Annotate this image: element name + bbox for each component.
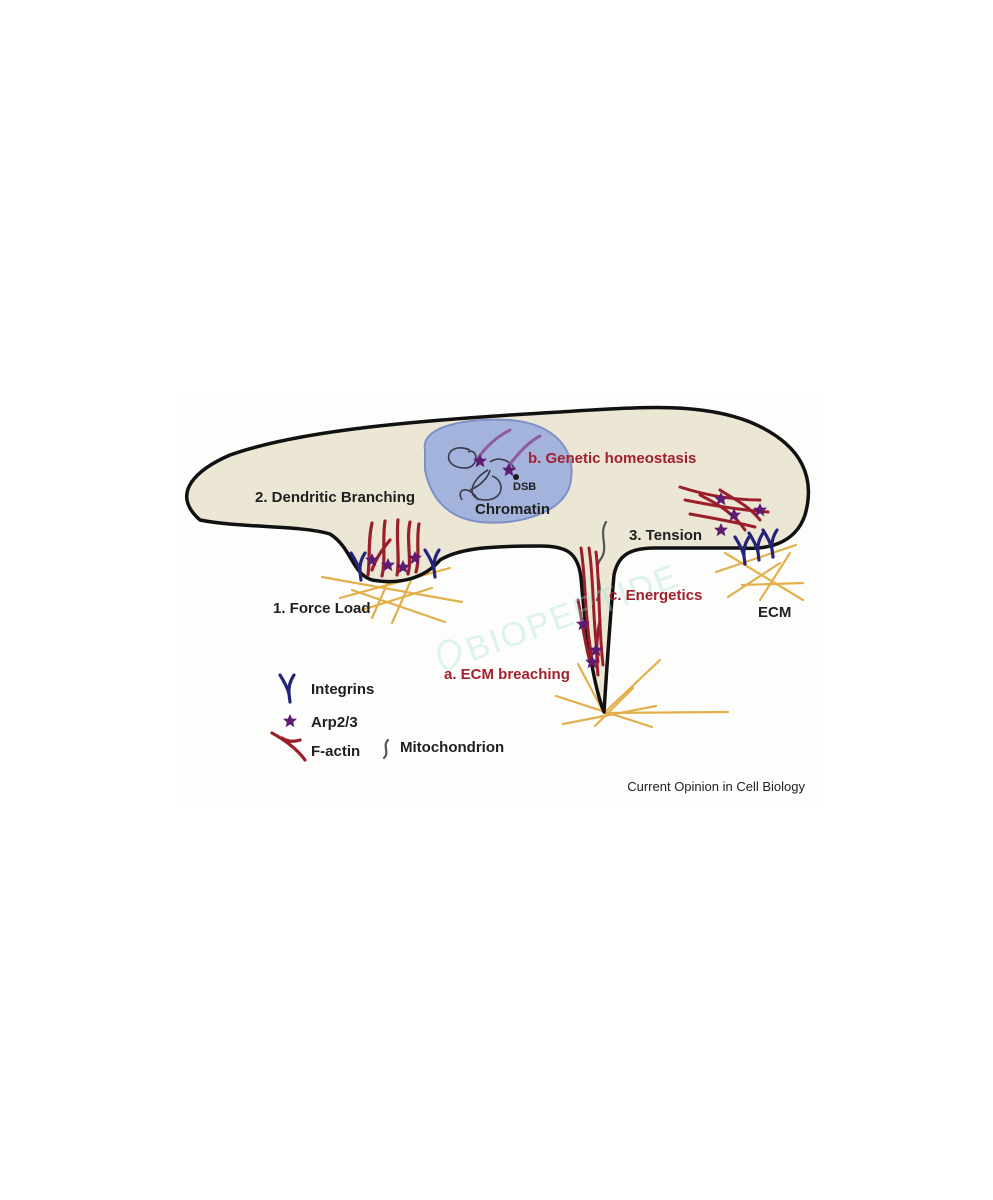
label-ecm-breaching: a. ECM breaching [444,666,570,683]
figure-credit: Current Opinion in Cell Biology [627,779,805,794]
nuclear-actin [476,428,542,469]
ecm-right-cluster [714,543,805,602]
legend-integrins-label: Integrins [311,681,374,698]
dendritic-actin [366,518,421,578]
nucleus-envelope [423,418,573,524]
label-force-load: 1. Force Load [273,600,371,617]
cell-body [185,405,811,714]
label-dsb: DSB [513,481,536,493]
label-dendritic-branching: 2. Dendritic Branching [255,489,415,506]
chromatin-loops [447,447,516,501]
legend: Integrins Arp2/3 F-actin Mitochondrion [270,673,504,762]
legend-factin-symbol [270,731,307,762]
nucleus [423,418,573,524]
watermark-logo [437,639,462,673]
label-chromatin: Chromatin [475,501,550,518]
label-energetics: c. Energetics [609,587,702,604]
label-ecm: ECM [758,604,791,621]
label-tension: 3. Tension [629,527,702,544]
legend-mitochondrion-symbol [382,738,390,760]
dsb-marker [513,474,519,480]
legend-arp23-label: Arp2/3 [311,714,358,731]
label-genetic-homeostasis: b. Genetic homeostasis [528,450,696,467]
legend-mitochondrion-label: Mitochondrion [400,739,504,756]
legend-factin-label: F-actin [311,743,360,760]
